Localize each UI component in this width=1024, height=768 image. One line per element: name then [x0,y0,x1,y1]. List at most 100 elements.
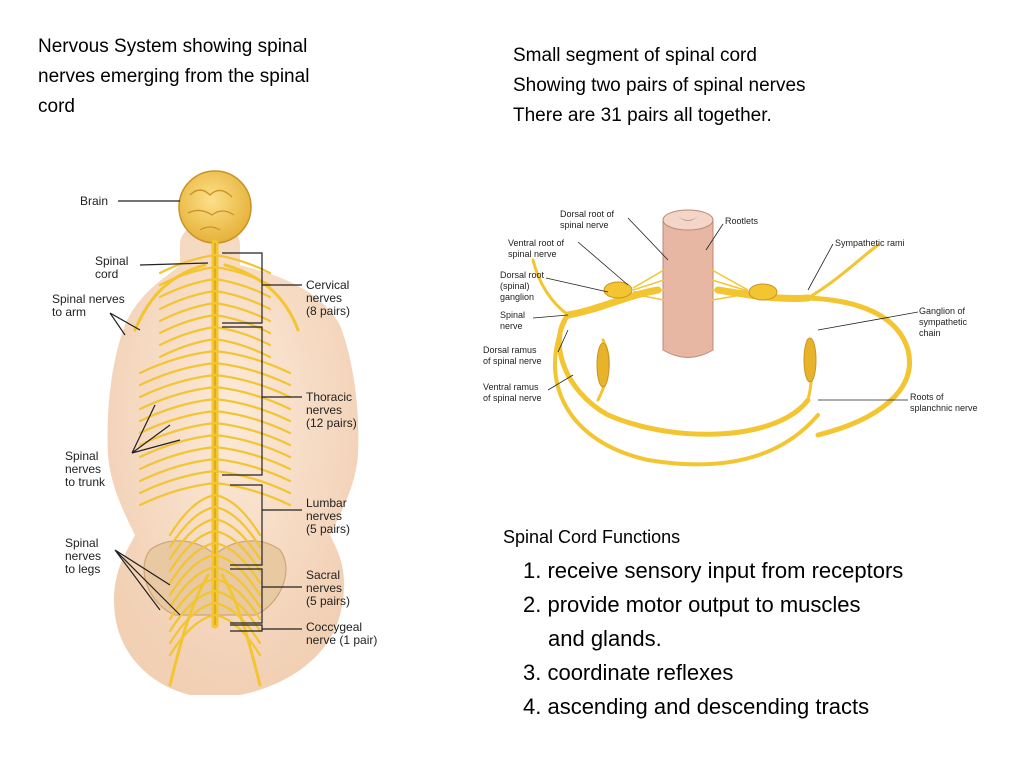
spinal-nerve-branch [158,289,217,311]
label-spinal-cord: Spinal cord [95,254,132,281]
right-drg [748,283,778,301]
spinal-nerve-branch [168,577,217,621]
spinal-nerve-branch [213,337,272,359]
spinal-nerve-branch [168,529,217,573]
label-thoracic: Thoracic nerves (12 pairs) [306,390,357,430]
spinal-nerve-branch [213,265,272,287]
label-dorsal-ganglion: Dorsal root (spinal) ganglion [500,270,547,302]
spinal-nerve-branch [168,601,217,645]
left-drg [603,281,633,299]
functions-title: Spinal Cord Functions [503,527,681,547]
spinal-nerve-branch [213,325,272,347]
limb-nerve-bundle [220,573,262,687]
spinal-nerve-branch [158,313,217,335]
spinal-nerves [133,253,300,687]
function-item-continuation: and glands. [548,626,662,651]
right-ganglion [803,337,817,383]
spinal-nerve-branch [213,481,292,507]
spinal-nerve-branch [213,433,292,459]
function-item: 3. coordinate reflexes [523,660,734,685]
right-caption: Small segment of spinal cord Showing two… [513,41,933,131]
spinal-nerve-branch [213,289,272,311]
spinal-nerve-branch [213,613,262,657]
spinal-nerve-branch [168,493,217,537]
label-dorsal-root: Dorsal root of spinal nerve [560,209,617,230]
brain-shape [178,170,252,244]
left-ganglion [596,342,610,388]
spinal-nerve-branch [213,277,272,299]
spinal-nerve-branch [168,565,217,609]
spinal-nerve-branch [213,541,262,585]
right-caption-line: Showing two pairs of spinal nerves [513,75,806,96]
spinal-nerve-branch [168,613,217,657]
spinal-nerve-branch [213,421,292,447]
spinal-nerve-branch [138,409,217,435]
spinal-nerve-branch [138,433,217,459]
label-ganglion-chain: Ganglion of sympathetic chain [919,306,970,338]
spinal-nerve-branch [213,553,262,597]
spinal-nerve-branch [138,457,217,483]
spinal-nerve-branch [213,493,262,537]
nervous-system-illustration: Brain Spinal cord Spinal nerves to arm S… [52,170,377,695]
label-ventral-root: Ventral root of spinal nerve [508,238,567,259]
spinal-nerve-branch [213,445,292,471]
label-nerves-trunk: Spinal nerves to trunk [65,449,106,489]
spinal-nerve-branch [158,325,217,347]
label-brain: Brain [80,194,108,208]
spinal-nerve-branch [168,553,217,597]
label-rootlets: Rootlets [725,216,759,226]
cord-cylinder [662,219,714,358]
label-ventral-ramus: Ventral ramus of spinal nerve [483,382,542,403]
spinal-nerve-branch [213,349,292,375]
function-item: 1. receive sensory input from receptors [523,558,904,583]
spinal-nerve-branch [138,349,217,375]
spinal-nerve-branch [138,385,217,411]
spinal-nerve-branch [213,505,262,549]
thoracic-bracket [222,326,263,476]
spinal-nerve-branch [213,397,292,423]
function-item: 4. ascending and descending tracts [523,694,870,719]
right-caption-line: Small segment of spinal cord [513,45,757,66]
spinal-nerve-branch [168,505,217,549]
spinal-nerve-branch [213,577,262,621]
label-splanchnic: Roots of splanchnic nerve [910,392,978,413]
cervical-bracket [222,252,263,324]
left-caption-line: nerves emerging from the spinal [38,66,310,87]
label-lumbar: Lumbar nerves (5 pairs) [306,496,350,536]
spinal-nerve-branch [168,541,217,585]
label-cervical: Cervical nerves (8 pairs) [306,278,353,318]
limb-nerve-bundle [168,573,210,687]
spinal-nerve-branch [213,313,272,335]
spinal-nerve-branch [213,301,272,323]
spinal-nerve-branch [213,373,292,399]
left-caption-line: cord [38,96,75,117]
spinal-nerve-branch [158,265,217,287]
spinal-nerve-branch [158,253,217,275]
label-sympathetic-rami: Sympathetic rami [835,238,905,248]
spinal-nerve-branch [138,373,217,399]
lumbar-bracket [230,484,263,566]
spinal-nerve-branch [158,301,217,323]
spinal-nerve-branch [213,565,262,609]
spinal-nerve-branch [138,469,217,495]
spinal-nerve-branch [213,253,272,275]
spinal-nerve-branch [213,469,292,495]
spinal-nerve-branch [213,361,292,387]
spinal-nerve-branch [168,589,217,633]
limb-nerve-bundle [223,263,300,332]
coccygeal-bracket [230,624,263,632]
label-nerves-arm: Spinal nerves to arm [52,292,128,319]
function-item: 2. provide motor output to muscles [523,592,861,617]
left-caption: Nervous System showing spinal nerves eme… [38,32,398,122]
left-spinal-nerve [564,286,662,319]
label-dorsal-ramus: Dorsal ramus of spinal nerve [483,345,542,366]
spinal-nerve-branch [213,601,262,645]
spinal-nerve-branch [138,481,217,507]
spinal-nerve-branch [158,277,217,299]
spinal-nerve-branch [213,385,292,411]
spinal-nerve-branch [213,517,262,561]
left-caption-line: Nervous System showing spinal [38,36,308,57]
spinal-nerve-branch [168,517,217,561]
label-sacral: Sacral nerves (5 pairs) [306,568,350,608]
spinal-nerve-branch [138,397,217,423]
